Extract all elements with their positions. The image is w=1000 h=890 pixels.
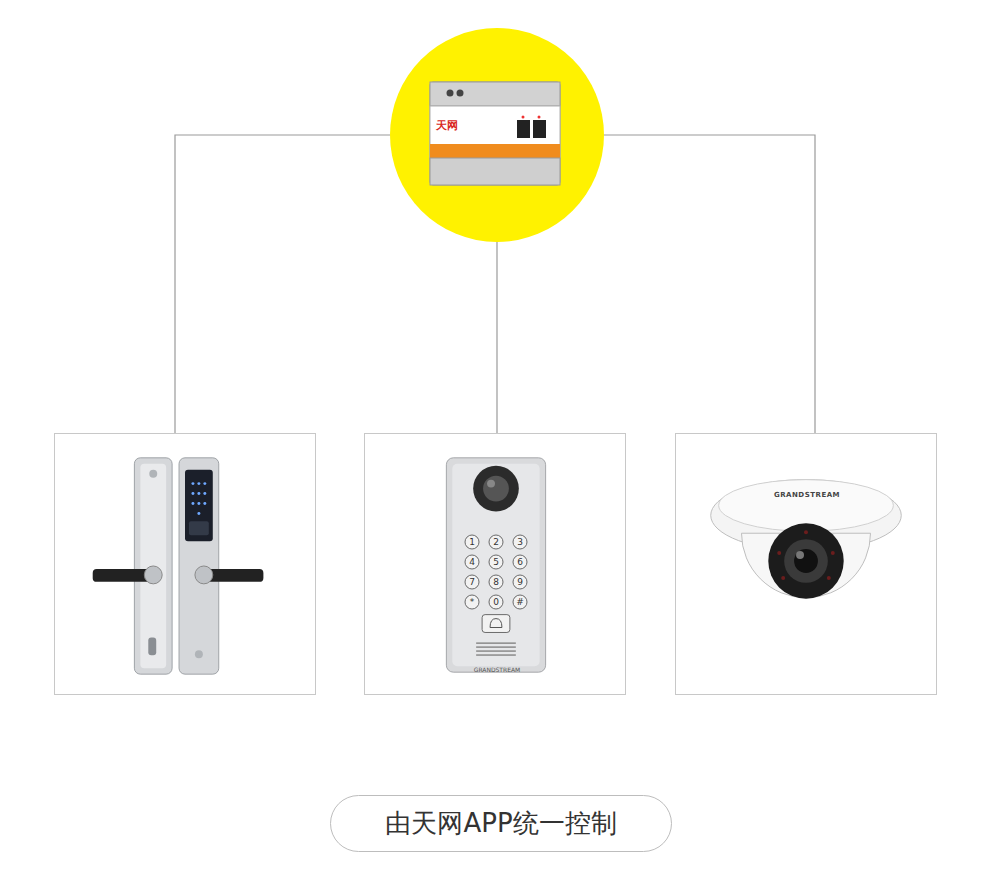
wire <box>175 135 390 433</box>
gateway-circle: 天网 <box>390 28 604 242</box>
keypad-key: 2 <box>489 535 504 550</box>
connector <box>604 135 815 433</box>
keypad-key: 0 <box>489 595 504 610</box>
smart-lock-illustration <box>55 434 315 694</box>
intercom-box: 123 456 789 * 0 # GRANDSTREAM <box>364 433 626 695</box>
connector <box>496 242 497 433</box>
brand-logo: 天网 <box>436 120 458 131</box>
keypad-key: 1 <box>465 535 480 550</box>
caption: 由天网APP统一控制 <box>385 806 616 841</box>
keypad-key: 7 <box>465 575 480 590</box>
keypad-key: 9 <box>513 575 528 590</box>
lock-box <box>54 433 316 695</box>
caption-pill: 由天网APP统一控制 <box>330 795 672 852</box>
gateway-illustration <box>390 28 604 242</box>
keypad-key: 3 <box>513 535 528 550</box>
camera-illustration <box>676 434 936 694</box>
brand-name: GRANDSTREAM <box>474 667 521 673</box>
keypad-key: 4 <box>465 555 480 570</box>
camera-box: GRANDSTREAM <box>675 433 937 695</box>
brand-name: GRANDSTREAM <box>774 492 840 499</box>
keypad-key: 6 <box>513 555 528 570</box>
keypad-key: 5 <box>489 555 504 570</box>
keypad-key: # <box>513 595 528 610</box>
keypad-key: 8 <box>489 575 504 590</box>
keypad-key: * <box>465 595 480 610</box>
